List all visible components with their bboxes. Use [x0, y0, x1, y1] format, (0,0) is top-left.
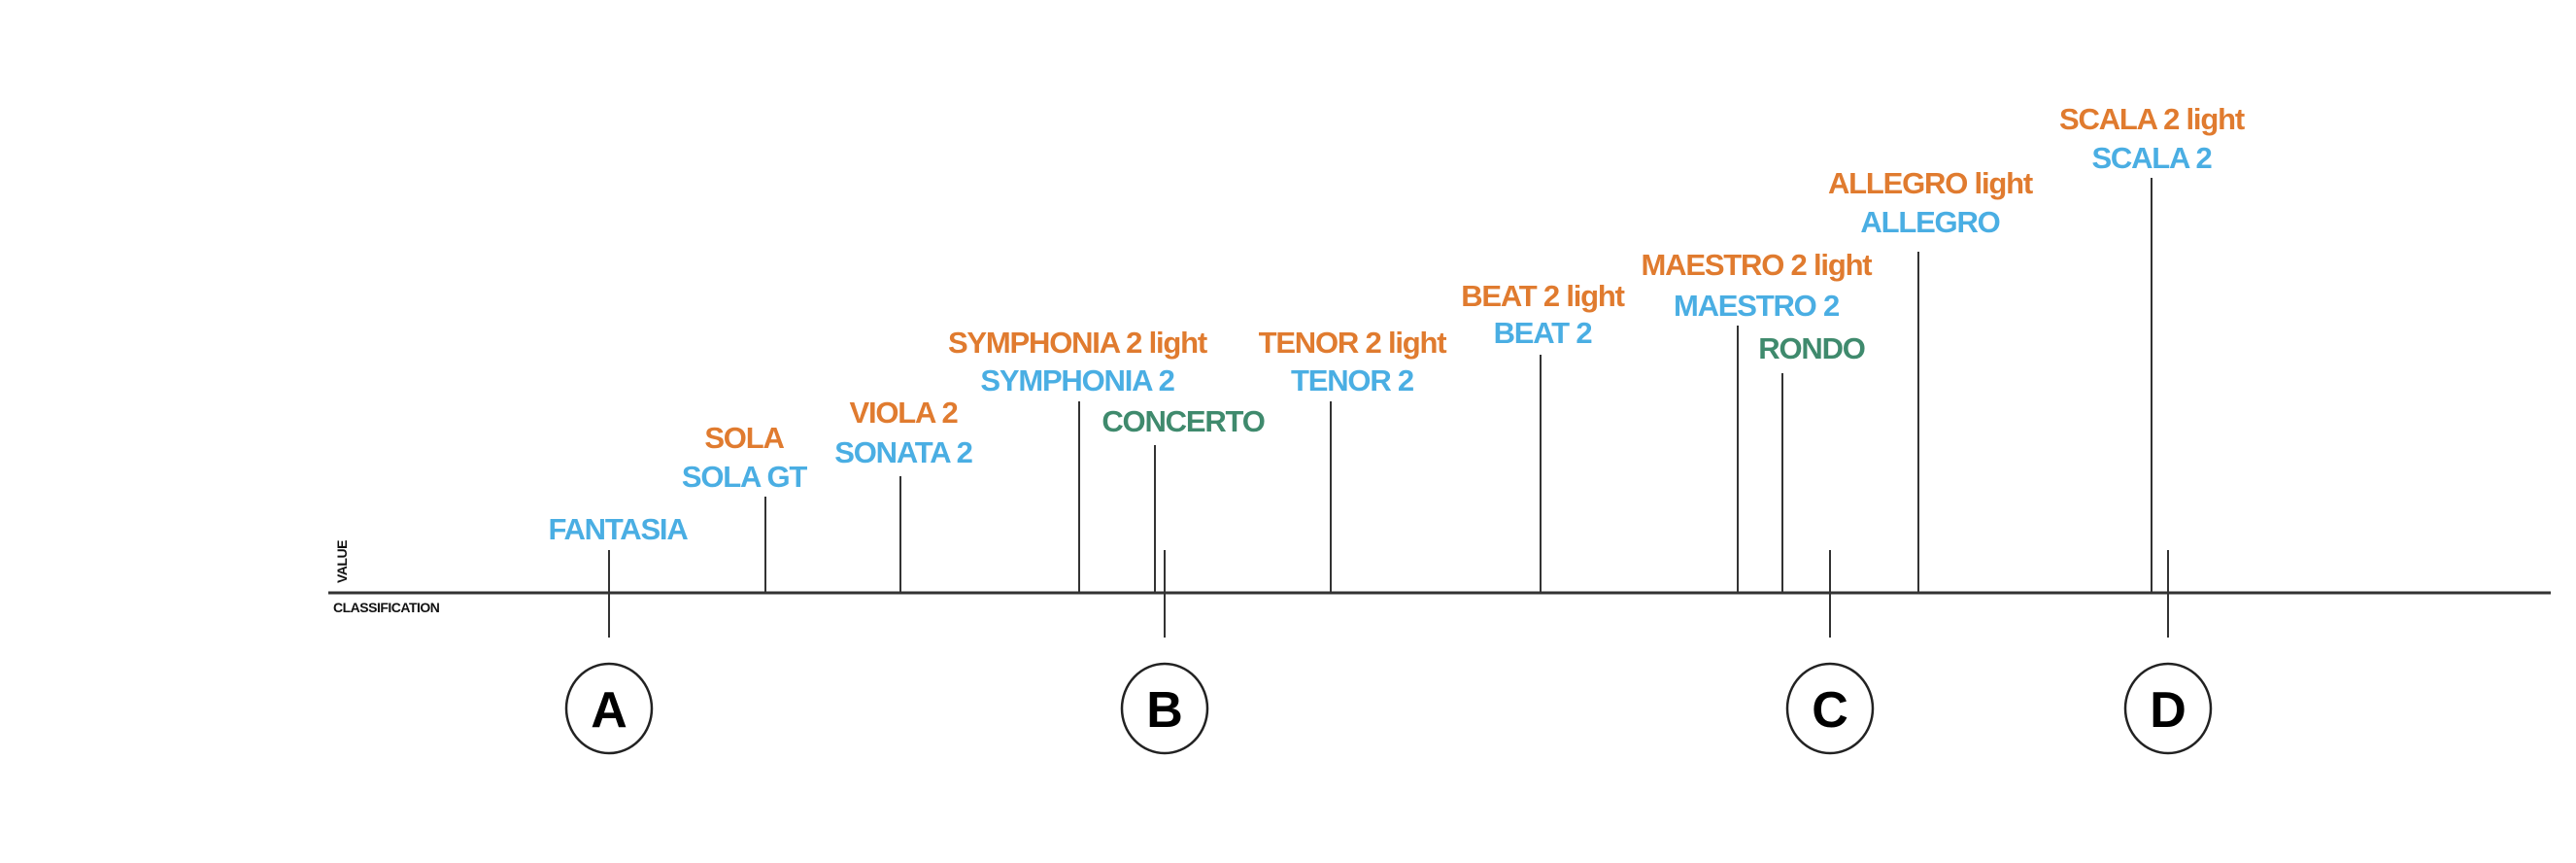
- product-label: SOLA GT: [682, 460, 807, 494]
- class-letter: A: [591, 682, 627, 739]
- classification-markers: A B C D: [564, 550, 2213, 755]
- class-marker-a: A: [564, 593, 654, 755]
- value-axis-label: VALUE: [334, 540, 350, 583]
- product-label: RONDO: [1758, 331, 1864, 365]
- product-label: BEAT 2 light: [1461, 279, 1624, 313]
- classification-axis-label: CLASSIFICATION: [333, 600, 440, 615]
- product-item: CONCERTO: [1102, 404, 1266, 593]
- product-label: SYMPHONIA 2 light: [948, 326, 1207, 360]
- product-label: MAESTRO 2: [1674, 289, 1839, 323]
- product-item: FANTASIA: [548, 512, 690, 593]
- product-item: RONDO: [1758, 331, 1866, 593]
- product-label: ALLEGRO: [1860, 205, 1999, 239]
- class-marker-d: D: [2123, 550, 2213, 755]
- product-label: SCALA 2 light: [2059, 102, 2245, 136]
- class-marker-c: C: [1785, 550, 1875, 755]
- class-marker-b: B: [1120, 550, 1209, 755]
- product-label: CONCERTO: [1102, 404, 1264, 438]
- product-label: SCALA 2: [2091, 141, 2211, 175]
- class-letter: C: [1812, 682, 1848, 739]
- product-label: MAESTRO 2 light: [1642, 248, 1873, 282]
- class-circle: [1120, 662, 1209, 755]
- product-label: BEAT 2: [1494, 316, 1592, 350]
- class-letter: B: [1146, 682, 1183, 739]
- product-label: FANTASIA: [548, 512, 688, 546]
- product-label: TENOR 2 light: [1259, 326, 1447, 360]
- product-item: SOLA SOLA GT: [682, 421, 809, 593]
- class-circle: [1785, 662, 1875, 755]
- class-circle: [2123, 662, 2213, 755]
- product-label: ALLEGRO light: [1828, 166, 2033, 200]
- product-label: SYMPHONIA 2: [980, 363, 1173, 397]
- class-letter: D: [2150, 682, 2186, 739]
- product-label: SOLA: [704, 421, 784, 455]
- product-item: VIOLA 2 SONATA 2: [834, 396, 973, 593]
- product-label: TENOR 2: [1291, 363, 1413, 397]
- class-circle: [564, 662, 654, 755]
- product-label: VIOLA 2: [849, 396, 957, 430]
- product-label: SONATA 2: [834, 435, 971, 469]
